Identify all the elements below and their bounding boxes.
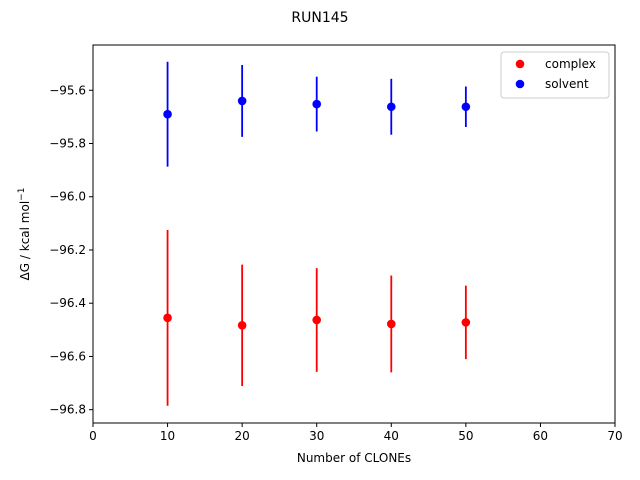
data-point-solvent	[237, 96, 247, 106]
data-point-solvent	[163, 109, 172, 119]
legend-marker-complex	[515, 59, 525, 69]
x-tick-label: 20	[235, 429, 250, 443]
x-tick-label: 40	[384, 429, 399, 443]
data-point-complex	[312, 315, 322, 325]
y-axis-label-base: ΔG / kcal mol	[18, 201, 32, 281]
y-tick-label: −96.8	[49, 403, 86, 417]
legend-label-solvent: solvent	[545, 77, 589, 91]
x-tick-label: 0	[89, 429, 97, 443]
x-tick-label: 70	[607, 429, 622, 443]
x-tick-label: 10	[160, 429, 175, 443]
y-tick-label: −96.2	[49, 243, 86, 257]
x-axis: 0 10 20 30 40 50 60 70	[89, 423, 623, 443]
data-point-complex	[237, 321, 247, 330]
x-axis-label: Number of CLONEs	[297, 451, 411, 465]
legend-box	[500, 51, 610, 99]
y-axis-label-superscript: −1	[17, 188, 27, 201]
plot-frame	[92, 44, 616, 424]
x-tick-label: 50	[458, 429, 473, 443]
y-tick-label: −96.4	[49, 296, 86, 310]
x-tick-label: 60	[533, 429, 548, 443]
y-tick-label: −96.0	[49, 190, 86, 204]
y-axis-label: ΔG / kcal mol−1	[17, 188, 32, 281]
y-axis: −96.8 −96.6 −96.4 −96.2 −96.0 −95.8 −95.6	[49, 83, 93, 417]
legend-label-complex: complex	[545, 57, 596, 71]
y-tick-label: −95.8	[49, 136, 86, 150]
data-point-complex	[386, 319, 396, 329]
data-point-solvent	[386, 102, 396, 112]
data-point-solvent	[312, 99, 322, 109]
y-tick-label: −96.6	[49, 349, 86, 363]
chart-title: RUN145	[291, 10, 348, 26]
y-tick-label: −95.6	[49, 83, 86, 97]
data-point-solvent	[461, 102, 471, 112]
data-point-complex	[461, 318, 471, 327]
data-point-complex	[163, 313, 172, 323]
plot-area	[163, 61, 471, 406]
legend-marker-solvent	[515, 79, 525, 89]
legend: complex solvent	[500, 51, 610, 99]
x-tick-label: 30	[309, 429, 324, 443]
